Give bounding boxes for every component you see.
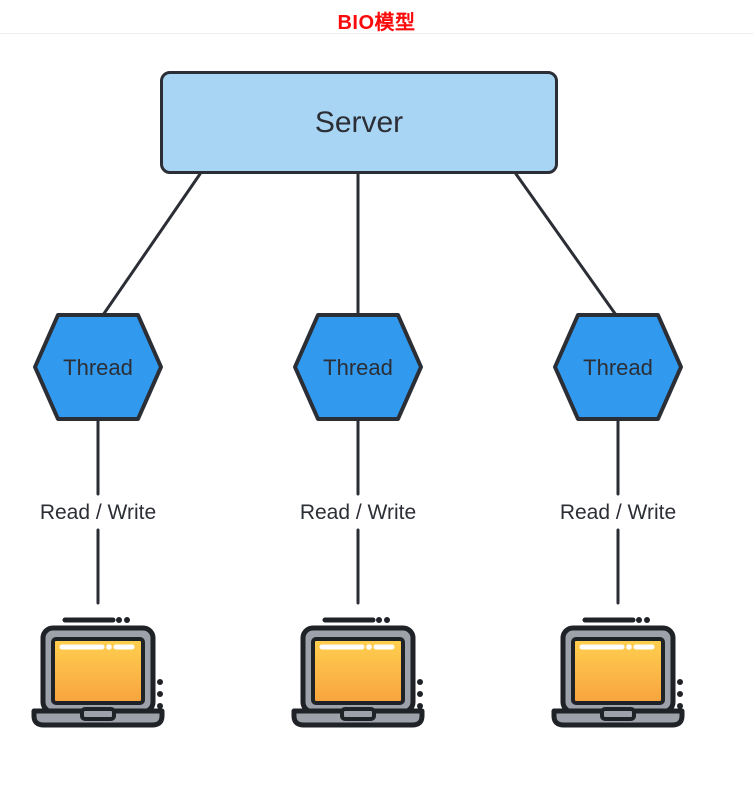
read-write-label-1: Read / Write xyxy=(39,501,157,524)
read-write-label-3: Read / Write xyxy=(559,501,677,524)
read-write-label-2: Read / Write xyxy=(299,501,417,524)
laptop-icon xyxy=(34,617,163,725)
thread-hexagon-1 xyxy=(33,313,163,421)
title-divider xyxy=(0,33,753,34)
laptop-icon xyxy=(294,617,423,725)
thread-label-2: Thread xyxy=(323,355,393,380)
thread-hexagon-2 xyxy=(293,313,423,421)
thread-label-1: Thread xyxy=(63,355,133,380)
server-thread-edge-3 xyxy=(514,172,618,317)
thread-hexagon-3 xyxy=(553,313,683,421)
diagram-title: BIO模型 xyxy=(337,12,416,34)
server-label: Server xyxy=(314,105,404,139)
server-node: Server xyxy=(160,71,558,174)
server-thread-edge-1 xyxy=(101,172,202,317)
thread-label-3: Thread xyxy=(583,355,653,380)
laptop-icon xyxy=(554,617,683,725)
